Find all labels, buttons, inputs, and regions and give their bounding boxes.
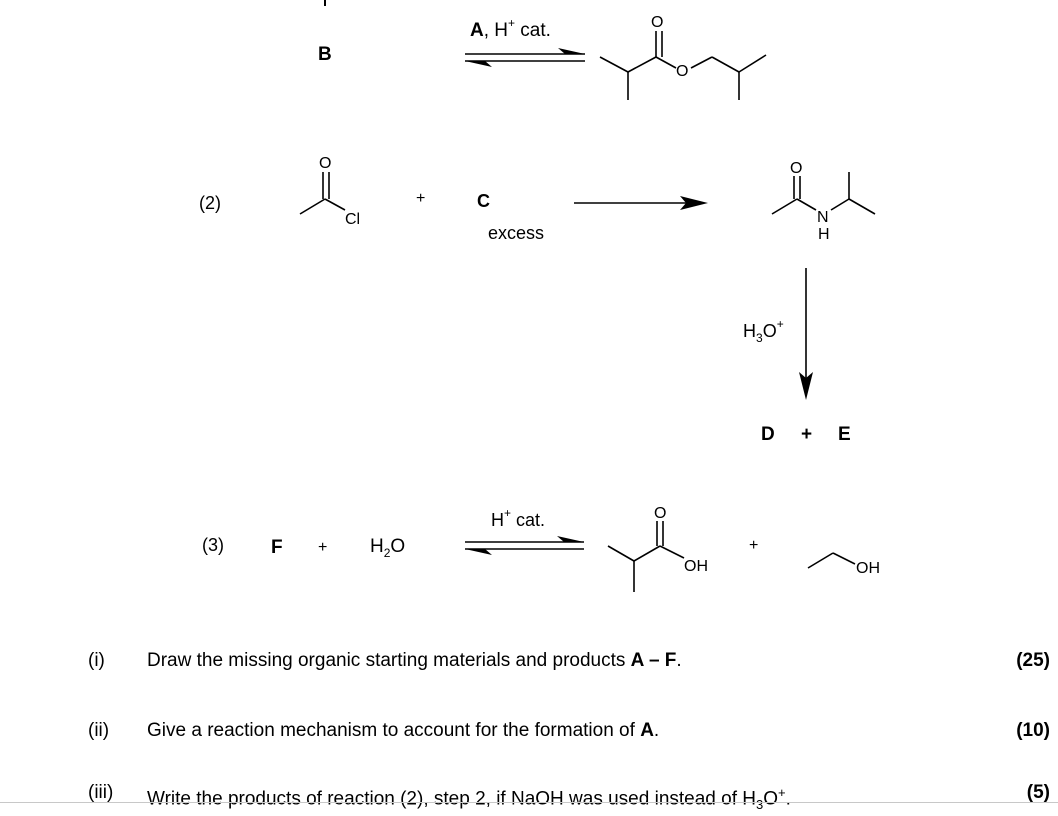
n-isopropylacetamide-structure bbox=[771, 172, 876, 215]
acyl-chlorine: Cl bbox=[345, 211, 360, 228]
ethanol-structure bbox=[807, 552, 856, 569]
hydronium-reagent: H3O+ bbox=[743, 317, 784, 345]
reaction-3-plus-1: + bbox=[318, 539, 327, 556]
question-2-number: (ii) bbox=[88, 720, 110, 741]
equilibrium-arrow-top bbox=[465, 53, 585, 62]
question-3-text: Write the products of reaction (2), step… bbox=[147, 785, 791, 813]
reaction-3-catalyst: H+ cat. bbox=[491, 506, 545, 530]
products-plus: + bbox=[801, 424, 812, 445]
question-3-marks: (5) bbox=[1026, 782, 1050, 803]
ester-carbonyl-oxygen: O bbox=[651, 14, 663, 31]
question-1-marks: (25) bbox=[1016, 650, 1050, 671]
compound-c-label: C bbox=[477, 191, 490, 211]
reaction-3-label: (3) bbox=[202, 535, 224, 555]
question-1-number: (i) bbox=[88, 650, 105, 671]
compound-d-label: D bbox=[761, 424, 775, 445]
equilibrium-3-arrowhead-right bbox=[557, 536, 584, 542]
acid-carbonyl-oxygen: O bbox=[654, 505, 666, 522]
excess-label: excess bbox=[488, 223, 544, 243]
isobutyl-isobutyrate-structure bbox=[599, 31, 767, 100]
page-bottom-rule bbox=[0, 802, 1058, 803]
ethanol-hydroxyl: OH bbox=[856, 560, 880, 577]
compound-f-label: F bbox=[271, 537, 283, 558]
reaction-scheme: B A, H+ cat. O O (2) O Cl + C excess bbox=[199, 0, 880, 592]
water-formula: H2O bbox=[370, 536, 405, 560]
question-1-text: Draw the missing organic starting materi… bbox=[147, 650, 682, 671]
ester-oxygen: O bbox=[676, 63, 688, 80]
compound-e-label: E bbox=[838, 424, 851, 445]
acyl-oxygen: O bbox=[319, 155, 331, 172]
reaction-3-plus-2: + bbox=[749, 537, 758, 554]
amide-oxygen: O bbox=[790, 160, 802, 177]
equilibrium-3-arrowhead-left bbox=[465, 549, 492, 555]
amide-hydrogen: H bbox=[818, 226, 830, 243]
reaction-2-plus: + bbox=[416, 190, 425, 207]
reaction-2-arrowhead bbox=[680, 196, 708, 210]
equilibrium-arrow-reaction-3 bbox=[465, 541, 584, 550]
isobutyric-acid-structure bbox=[607, 521, 685, 592]
amide-nitrogen: N bbox=[817, 209, 829, 226]
top-reagent-label: A, H+ cat. bbox=[470, 16, 551, 41]
acetyl-chloride-structure bbox=[299, 172, 346, 215]
question-2-marks: (10) bbox=[1016, 720, 1050, 741]
equilibrium-arrowhead-right bbox=[558, 48, 585, 54]
reaction-2-label: (2) bbox=[199, 193, 221, 213]
compound-b-label: B bbox=[318, 44, 332, 65]
equilibrium-arrowhead-left bbox=[465, 61, 492, 67]
acid-hydroxyl: OH bbox=[684, 558, 708, 575]
question-2-text: Give a reaction mechanism to account for… bbox=[147, 720, 660, 741]
question-3-number: (iii) bbox=[88, 782, 114, 803]
step-2-arrowhead bbox=[799, 372, 813, 400]
